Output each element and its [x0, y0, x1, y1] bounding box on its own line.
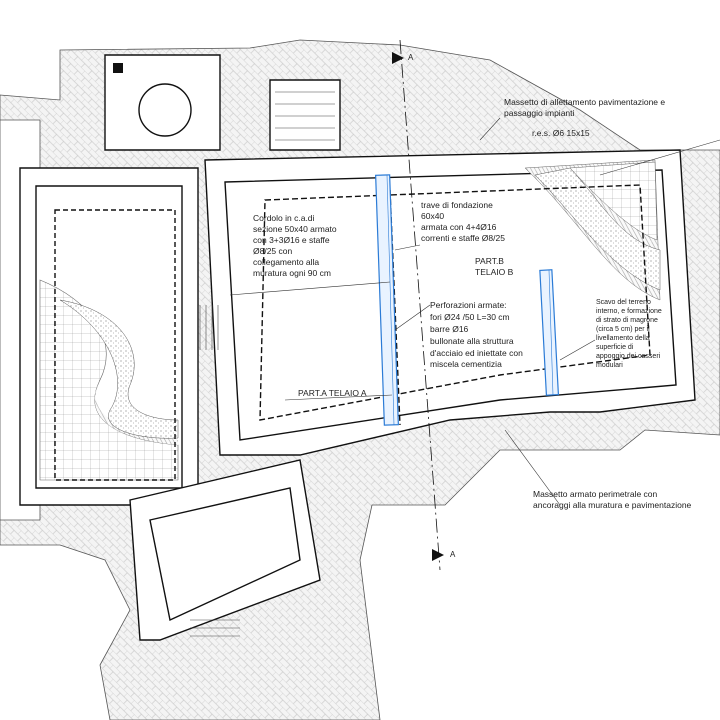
label-perforazioni-line4: bullonate alla struttura [430, 336, 514, 346]
label-perforazioni-line6: miscela cementizia [430, 359, 502, 369]
label-massetto-bottom-line2: ancoraggi alla muratura e pavimentazione [533, 500, 692, 510]
label-cordolo-line5: collegamento alla [253, 257, 320, 267]
label-partb-line1: PART.B [475, 256, 504, 266]
leader-lines [229, 117, 720, 506]
staircase [190, 91, 335, 637]
label-massetto-top-line1: Massetto di allettamento pavimentazione … [504, 97, 666, 107]
label-cordolo-line3: con 3+3Ø16 e staffe [253, 235, 330, 245]
left-room-floor [39, 209, 179, 481]
label-trave-line1: trave di fondazione [421, 200, 493, 210]
section-label-bottom: A [450, 550, 456, 559]
label-scavo-line7: appoggio dei casseri [596, 353, 661, 360]
label-perforazioni-line1: Perforazioni armate: [430, 300, 507, 310]
label-massetto-bottom-line1: Massetto armato perimetrale con [533, 489, 658, 499]
label-cordolo-line1: Cordolo in c.a.di [253, 213, 315, 223]
label-scavo-line3: di strato di magrone [596, 317, 658, 324]
steel-beam-telaio-b [539, 269, 560, 396]
masonry-walls [19, 54, 696, 641]
section-arrow-top [392, 52, 404, 64]
label-partb-line2: TELAIO B [475, 267, 514, 277]
label-scavo-line2: interno, e formazione [596, 308, 662, 315]
label-scavo-line8: modulari [596, 362, 623, 369]
label-scavo-line1: Scavo del terreno [596, 299, 651, 306]
label-trave-line3: armata con 4+4Ø16 [421, 222, 497, 232]
label-cordolo-line4: Ø8/25 con [253, 246, 293, 256]
label-perforazioni-line3: barre Ø16 [430, 324, 469, 334]
label-perforazioni-line2: fori Ø24 /50 L=30 cm [430, 312, 510, 322]
section-label-top: A [408, 53, 414, 62]
label-cordolo-line6: muratura ogni 90 cm [253, 268, 331, 278]
label-trave-line2: 60x40 [421, 211, 445, 221]
section-line-a [399, 39, 441, 571]
label-scavo-line6: superficie di [596, 344, 634, 351]
label-massetto-top-line2: passaggio impianti [504, 108, 575, 118]
steel-beam-telaio-a [375, 174, 399, 426]
label-trave-line4: correnti e staffe Ø8/25 [421, 233, 505, 243]
north-marker [113, 63, 123, 73]
right-room-floor [524, 159, 661, 301]
label-perforazioni-line5: d'acciaio ed iniettate con [430, 348, 523, 358]
label-cordolo-line2: sezione 50x40 armato [253, 224, 337, 234]
section-arrow-bottom [432, 549, 444, 561]
label-scavo-line4: (circa 5 cm) per il [596, 326, 650, 333]
label-parta: PART.A TELAIO A [298, 388, 367, 398]
label-scavo-line5: livellamento della [596, 335, 650, 342]
label-res: r.e.s. Ø6 15x15 [532, 128, 590, 138]
